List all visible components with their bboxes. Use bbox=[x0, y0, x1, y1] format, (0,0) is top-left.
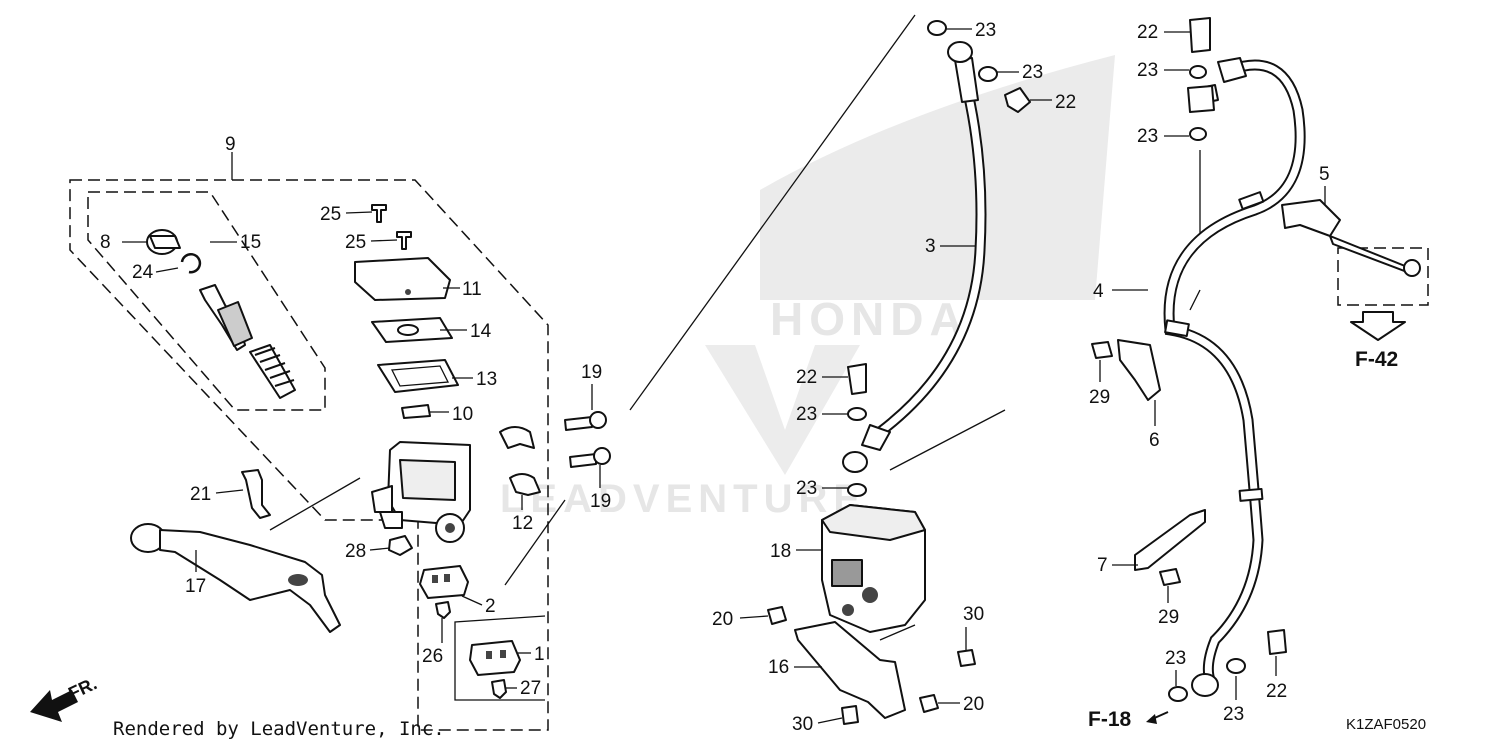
brake-hose-upper bbox=[842, 41, 987, 473]
label-27: 27 bbox=[520, 678, 541, 699]
label-23-a: 23 bbox=[975, 20, 996, 41]
reservoir-cap bbox=[354, 257, 451, 301]
label-21: 21 bbox=[190, 484, 211, 505]
switch-assembly bbox=[469, 640, 521, 676]
label-23-b: 23 bbox=[1022, 62, 1043, 83]
leader-lines bbox=[269, 14, 1201, 701]
label-24: 24 bbox=[132, 262, 154, 283]
sealing-washers bbox=[847, 20, 1246, 702]
label-23-h: 23 bbox=[1223, 704, 1244, 725]
clamp-7 bbox=[1134, 509, 1206, 571]
label-4: 4 bbox=[1093, 281, 1104, 302]
ref-f18: F-18 bbox=[1088, 708, 1132, 731]
label-3: 3 bbox=[925, 236, 936, 257]
label-12: 12 bbox=[512, 513, 533, 534]
brake-hose-lower bbox=[1163, 57, 1306, 697]
label-23-e: 23 bbox=[1137, 60, 1158, 81]
label-11: 11 bbox=[462, 279, 482, 300]
honda-watermark: HONDA LEADVENTURE bbox=[500, 55, 1115, 521]
watermark-brand-text: HONDA bbox=[770, 293, 969, 345]
abs-modulator bbox=[767, 504, 976, 725]
ref-f42: F-42 bbox=[1355, 348, 1398, 371]
label-28: 28 bbox=[345, 541, 366, 562]
hose-clamps bbox=[1091, 85, 1421, 586]
label-23-g: 23 bbox=[1165, 648, 1186, 669]
label-1: 1 bbox=[534, 644, 545, 665]
label-20-b: 20 bbox=[963, 694, 984, 715]
label-23-f: 23 bbox=[1137, 126, 1158, 147]
label-20-a: 20 bbox=[712, 609, 733, 630]
label-5: 5 bbox=[1319, 164, 1330, 185]
label-30-a: 30 bbox=[963, 604, 984, 625]
kit-outline-master-cylinder bbox=[69, 152, 1429, 731]
label-22-c: 22 bbox=[1137, 22, 1158, 43]
label-15: 15 bbox=[240, 232, 261, 253]
label-6: 6 bbox=[1149, 430, 1160, 451]
label-23-d: 23 bbox=[796, 478, 817, 499]
lever-holder-upper bbox=[499, 426, 535, 449]
label-7: 7 bbox=[1097, 555, 1108, 576]
label-2: 2 bbox=[485, 596, 496, 617]
label-29-a: 29 bbox=[1089, 387, 1110, 408]
label-22-b: 22 bbox=[796, 367, 817, 388]
holder-bolt bbox=[564, 416, 593, 431]
label-30-b: 30 bbox=[792, 714, 813, 735]
label-9: 9 bbox=[225, 134, 236, 155]
label-23-c: 23 bbox=[796, 404, 817, 425]
label-8: 8 bbox=[100, 232, 111, 253]
label-10: 10 bbox=[452, 404, 473, 425]
leadventure-logo-icon bbox=[705, 345, 860, 475]
clamp-5 bbox=[1281, 199, 1341, 237]
label-29-b: 29 bbox=[1158, 607, 1179, 628]
master-cylinder-assembly bbox=[130, 204, 611, 699]
label-14: 14 bbox=[470, 321, 492, 342]
label-19-a: 19 bbox=[581, 362, 602, 383]
label-25-a: 25 bbox=[320, 204, 341, 225]
ref-arrow-down-icon bbox=[1350, 311, 1406, 341]
clamp-6 bbox=[1117, 339, 1161, 401]
lever-pivot-bolt bbox=[241, 469, 271, 519]
footer-credit: Rendered by LeadVenture, Inc. bbox=[113, 718, 445, 740]
label-17: 17 bbox=[185, 576, 206, 597]
label-19-b: 19 bbox=[590, 491, 611, 512]
spring bbox=[249, 344, 296, 399]
label-16: 16 bbox=[768, 657, 789, 678]
ref-arrow-left-icon bbox=[1146, 711, 1169, 724]
diagram-code: K1ZAF0520 bbox=[1346, 716, 1426, 733]
label-25-b: 25 bbox=[345, 232, 366, 253]
label-26: 26 bbox=[422, 646, 443, 667]
label-13: 13 bbox=[476, 369, 497, 390]
part-labels: 9 8 15 24 25 25 11 14 13 10 19 19 12 21 … bbox=[100, 20, 1330, 735]
watermark-vendor-text: LEADVENTURE bbox=[500, 477, 866, 521]
brake-lever bbox=[130, 523, 341, 633]
label-18: 18 bbox=[770, 541, 791, 562]
label-22-d: 22 bbox=[1266, 681, 1287, 702]
front-direction-arrow-icon bbox=[30, 690, 78, 722]
diaphragm bbox=[377, 359, 459, 393]
label-22-a: 22 bbox=[1055, 92, 1076, 113]
oil-bolts bbox=[847, 17, 1287, 655]
abs-bracket bbox=[794, 621, 906, 719]
